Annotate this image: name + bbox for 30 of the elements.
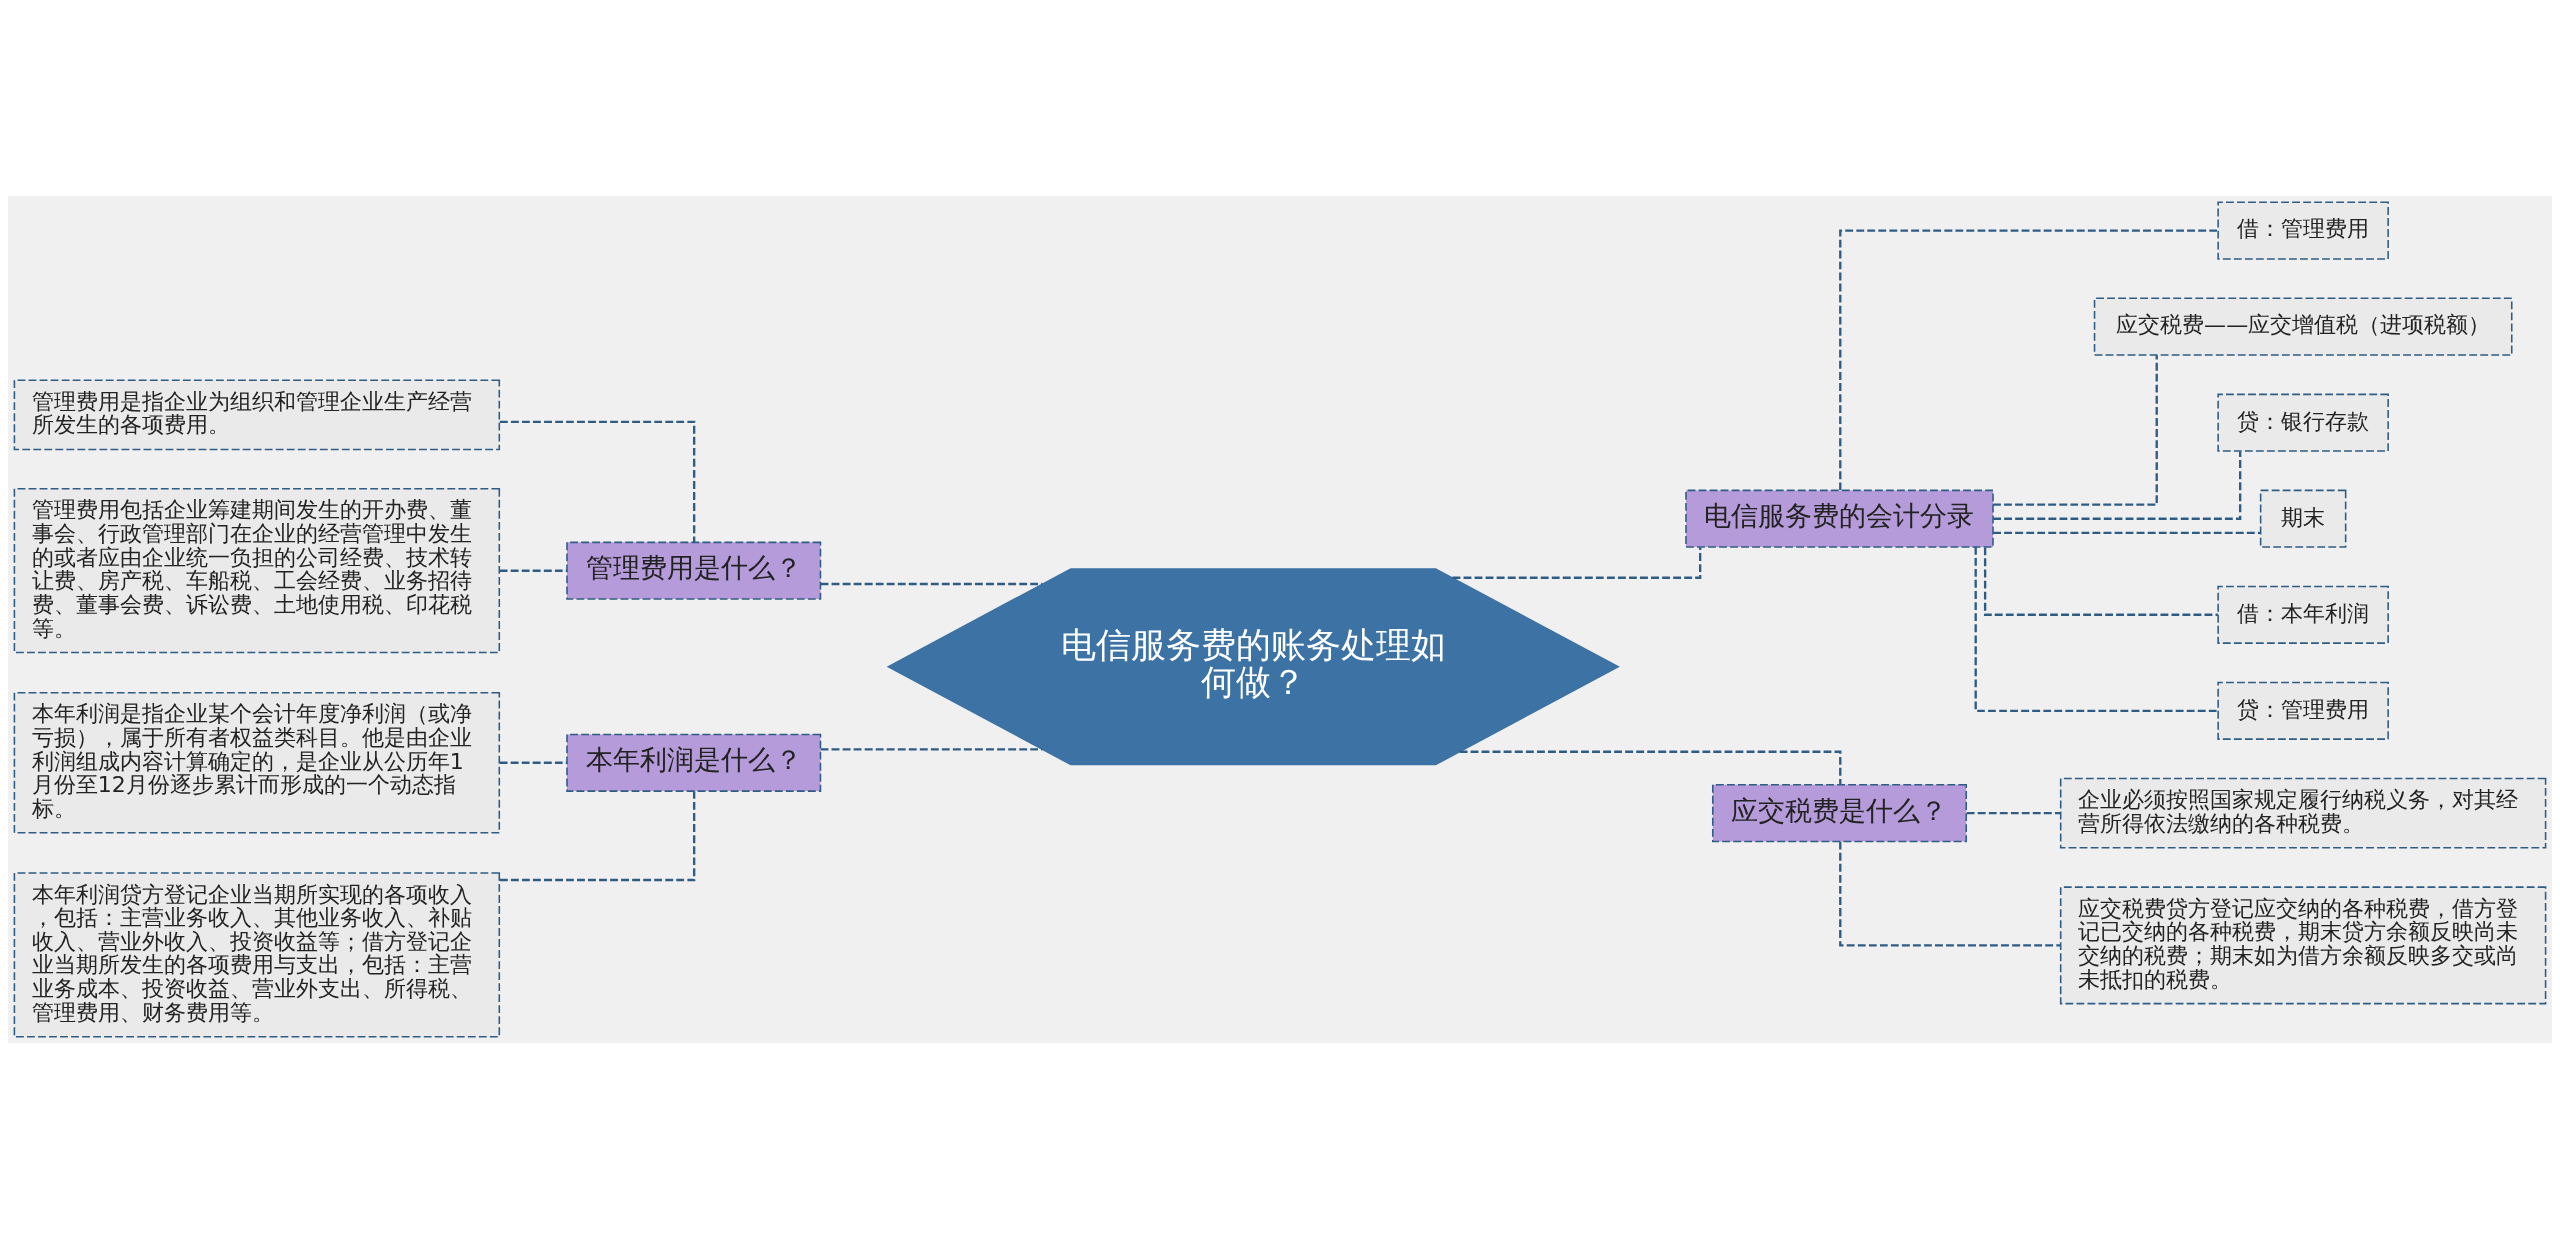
- node-box: 贷：银行存款: [2217, 393, 2389, 452]
- node-box: 管理费用是什么？: [566, 541, 822, 600]
- connector: [1993, 355, 2158, 506]
- connector: [1983, 547, 2218, 616]
- node-box: 应交税费贷方登记应交纳的各种税费，借方登记已交纳的各种税费，期末贷方余额反映尚未交纳的税费；期末如为借方余额反映多交或尚未抵扣的税费。: [2059, 886, 2547, 1005]
- node-box: 管理费用是指企业为组织和管理企业生产经营所发生的各项费用。: [13, 379, 501, 451]
- node-box: 借：本年利润: [2217, 585, 2389, 644]
- node-box: 贷：管理费用: [2217, 681, 2389, 740]
- connector: [1966, 811, 2061, 815]
- connector: [499, 761, 567, 764]
- connector: [1974, 547, 2218, 712]
- node-box: 本年利润贷方登记企业当期所实现的各项收入，包括：主营业务收入、其他业务收入、补贴收入、营业外收入、投资收益等；借方登记企业当期所发生的各项费用与支出，包括：主营业务成本、投资收益、营业外支出、所得税、管理费用、财务费用等。: [13, 872, 501, 1038]
- node-box: 应交税费——应交增值税（进项税额）: [2093, 297, 2513, 356]
- node-box: 期末: [2259, 489, 2347, 548]
- connector: [820, 582, 1043, 586]
- node-box: 管理费用包括企业筹建期间发生的开办费、董事会、行政管理部门在企业的经营管理中发生的或者应由企业统一负担的公司经费、技术转让费、房产税、车船税、工会经费、业务招待费、董事会费、诉讼费、土地使用税、印花税等。: [13, 488, 501, 654]
- connector: [1839, 841, 2061, 947]
- node-box: 应交税费是什么？: [1712, 784, 1968, 843]
- connector: [820, 748, 1043, 751]
- connector: [499, 791, 696, 882]
- node-box: 借：管理费用: [2217, 201, 2389, 260]
- connector: [1839, 229, 2218, 491]
- node-box: 本年利润是什么？: [566, 733, 822, 792]
- connector: [1993, 531, 2261, 535]
- node-box: 电信服务费的会计分录: [1685, 489, 1994, 548]
- node-box: 企业必须按照国家规定履行纳税义务，对其经营所得依法缴纳的各种税费。: [2059, 777, 2547, 849]
- node-box: 本年利润是指企业某个会计年度净利润（或净亏损），属于所有者权益类科目。他是由企业利润组成内容计算确定的，是企业从公历年1月份至12月份逐步累计而形成的一个动态指标。: [13, 691, 501, 834]
- connector: [499, 420, 696, 542]
- connector: [499, 569, 567, 572]
- connector: [1993, 451, 2242, 520]
